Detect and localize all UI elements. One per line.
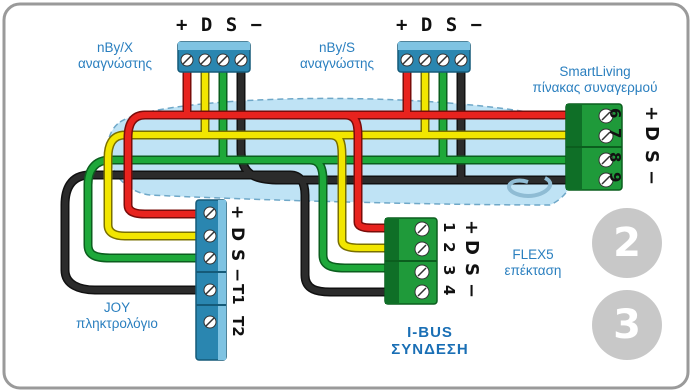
joy-desc: πληκτρολόγιο bbox=[76, 316, 158, 331]
flex-pin: D bbox=[461, 240, 482, 255]
flex5-desc: επέκταση bbox=[504, 263, 562, 278]
flex-pin: + bbox=[461, 220, 482, 236]
smartliving-num: 7 bbox=[606, 128, 624, 139]
nby-x-label: nBy/X αναγνώστης bbox=[60, 40, 170, 72]
nby-x-desc: αναγνώστης bbox=[77, 56, 153, 71]
nby-s-desc: αναγνώστης bbox=[299, 56, 375, 71]
joy-pin: T2 bbox=[229, 316, 247, 337]
ibus-line1: I-BUS bbox=[407, 324, 453, 341]
flex5-label: FLEX5 επέκταση bbox=[488, 247, 578, 279]
joy-label: JOY πληκτρολόγιο bbox=[62, 300, 172, 332]
nby-s-model: nBy/S bbox=[318, 40, 356, 55]
smartliving-num: 8 bbox=[606, 152, 624, 163]
nby-s-pin-legend: + D S − bbox=[396, 14, 484, 36]
nby-x-terminal bbox=[177, 41, 251, 73]
flex-pin: S bbox=[461, 263, 482, 276]
step-badge-3: 3 bbox=[592, 290, 662, 360]
smartliving-pin: D bbox=[641, 126, 662, 141]
nby-s-label: nBy/S αναγνώστης bbox=[282, 40, 392, 72]
smartliving-desc: πίνακας συναγερμού bbox=[532, 80, 658, 95]
joy-pin: T1 bbox=[229, 284, 247, 305]
smartliving-num: 9 bbox=[606, 172, 624, 183]
nby-x-pin-legend: + D S − bbox=[176, 14, 264, 36]
smartliving-model: SmartLiving bbox=[559, 64, 631, 79]
smartliving-pin: + bbox=[641, 106, 662, 122]
tail-wire bbox=[506, 176, 553, 198]
smartliving-pin: − bbox=[641, 170, 662, 186]
flex5-terminal bbox=[384, 217, 438, 305]
joy-terminal bbox=[195, 199, 227, 361]
joy-model: JOY bbox=[103, 300, 131, 315]
flex-num: 1 bbox=[440, 222, 458, 233]
flex-num: 3 bbox=[440, 265, 458, 276]
smartliving-terminal bbox=[565, 103, 623, 191]
step-badge-2: 2 bbox=[592, 208, 662, 278]
flex5-model: FLEX5 bbox=[512, 247, 554, 262]
joy-pin: D bbox=[227, 227, 247, 242]
flex-num: 4 bbox=[440, 285, 458, 296]
joy-pin: S bbox=[227, 249, 247, 262]
joy-pin: + bbox=[227, 205, 247, 220]
flex-num: 2 bbox=[440, 242, 458, 253]
ibus-title: I-BUS ΣΥΝΔΕΣΗ bbox=[380, 324, 480, 358]
nby-s-terminal bbox=[397, 41, 471, 73]
joy-pin: − bbox=[227, 268, 247, 283]
smartliving-pin: S bbox=[641, 150, 662, 163]
smartliving-num: 6 bbox=[606, 108, 624, 119]
flex-pin: − bbox=[461, 283, 482, 299]
nby-x-model: nBy/X bbox=[96, 40, 134, 55]
smartliving-label: SmartLiving πίνακας συναγερμού bbox=[510, 64, 680, 96]
ibus-line2: ΣΥΝΔΕΣΗ bbox=[391, 341, 469, 358]
